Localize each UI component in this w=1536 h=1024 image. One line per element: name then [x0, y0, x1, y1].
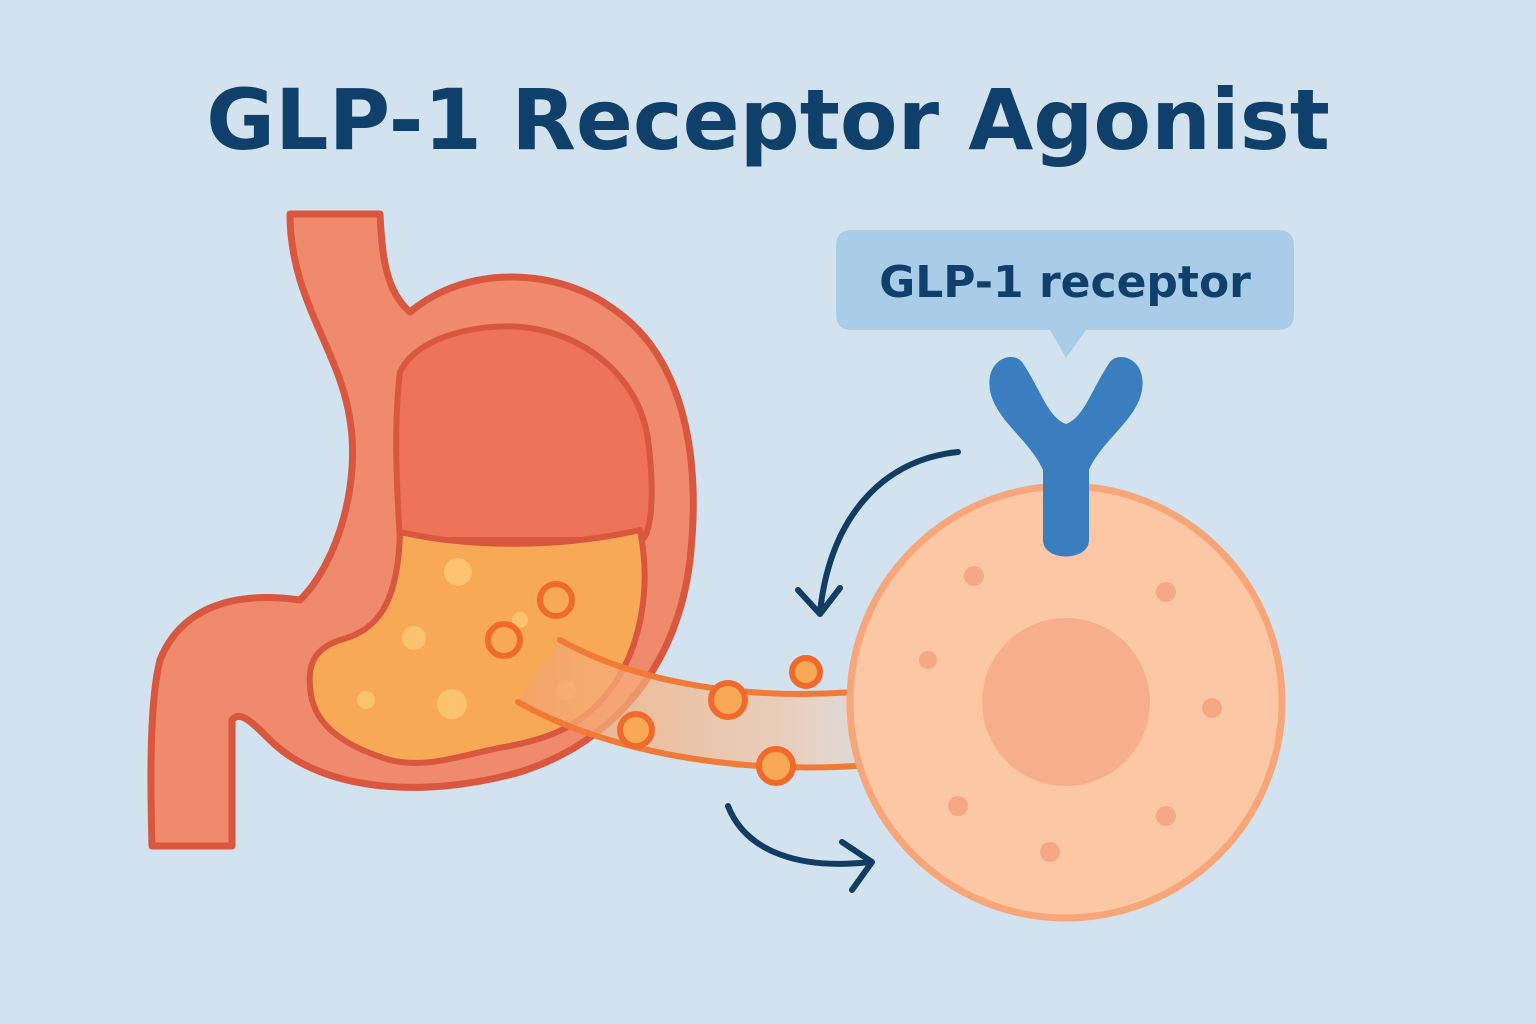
molecule-icon	[756, 746, 796, 786]
curved-arrow-icon	[725, 803, 875, 893]
receptor-label: GLP-1 receptor	[879, 257, 1251, 308]
molecule-icon	[537, 581, 575, 619]
cell-organelles	[919, 566, 1222, 862]
receptor-icon	[989, 357, 1143, 557]
receptor-callout: GLP-1 receptor	[836, 230, 1294, 358]
cell-icon	[846, 482, 1286, 922]
arrow-upper-curve	[817, 449, 961, 615]
stomach-cavity	[393, 323, 655, 543]
arrow-upper-head	[795, 585, 843, 617]
molecule-icon	[485, 621, 523, 659]
callout-box	[836, 230, 1294, 358]
molecule-icon	[617, 711, 655, 749]
stomach-icon	[147, 210, 697, 850]
page-title: GLP-1 Receptor Agonist	[206, 71, 1330, 169]
curved-arrow-icon	[795, 449, 961, 617]
pathway-edge-lower	[515, 699, 913, 771]
cell-nucleus	[982, 618, 1150, 786]
molecule-icon	[789, 655, 823, 689]
glp1-molecules	[485, 581, 823, 786]
arrow-lower-curve	[725, 803, 873, 867]
arrow-lower-head	[839, 839, 875, 893]
receptor-shape	[989, 357, 1143, 557]
molecule-icon	[708, 680, 748, 720]
